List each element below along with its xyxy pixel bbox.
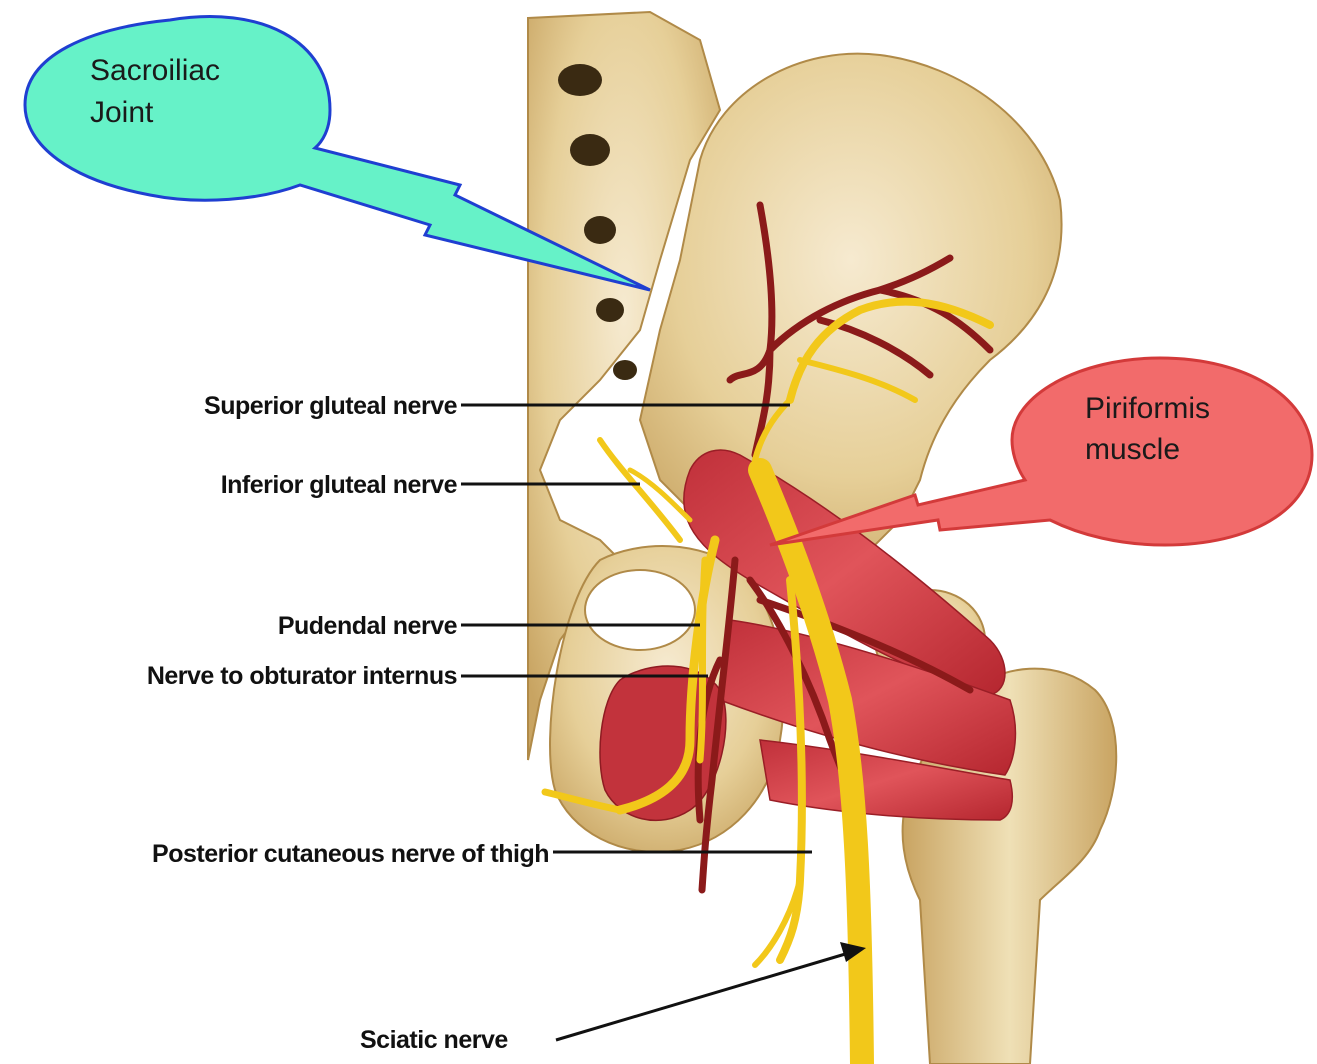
pudendal-nerve-label: Pudendal nerve <box>278 612 458 640</box>
sacral-foramen <box>613 360 637 380</box>
piriformis-label-line2: muscle <box>1085 433 1180 466</box>
sacral-foramen <box>584 216 616 244</box>
sacral-foramen <box>596 298 624 322</box>
piriformis-label-line1: Piriformis <box>1085 392 1210 425</box>
sacroiliac-label-line1: Sacroiliac <box>90 54 220 87</box>
posterior-cutaneous-nerve-label: Posterior cutaneous nerve of thigh <box>152 840 549 868</box>
sacral-foramen <box>570 134 610 166</box>
nerve-to-obturator-internus-label: Nerve to obturator internus <box>147 662 457 690</box>
superior-gluteal-nerve-label: Superior gluteal nerve <box>204 392 458 420</box>
sacral-foramen <box>558 64 602 96</box>
leader-arrow-line <box>556 952 852 1040</box>
sciatic-nerve-label: Sciatic nerve <box>360 1026 508 1054</box>
obturator-foramen <box>585 570 695 650</box>
inferior-gluteal-nerve-label: Inferior gluteal nerve <box>221 471 458 499</box>
sacroiliac-label-line2: Joint <box>90 96 154 129</box>
